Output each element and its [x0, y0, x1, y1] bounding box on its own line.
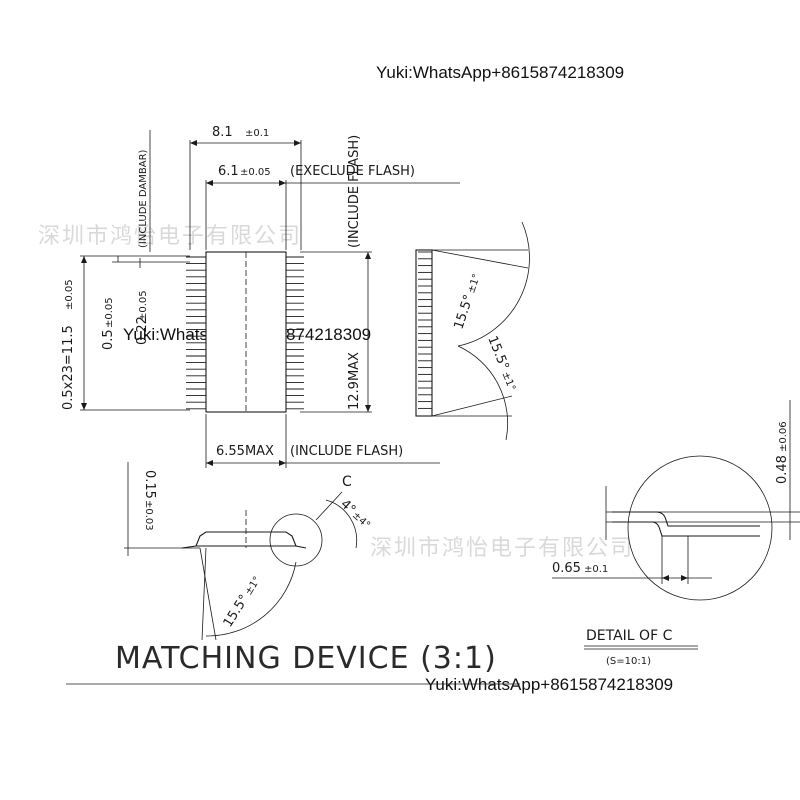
dim-pitch-total-tol: ±0.05: [64, 279, 75, 310]
dim-lead-width: 0.22: [135, 316, 150, 345]
dim-width-body: 6.1: [218, 164, 239, 179]
watermark-right: 深圳市鸿怡电子有限公司: [370, 536, 634, 561]
mold-angle-tol: ±1°: [243, 575, 263, 598]
mold-angle: 15.5°: [221, 592, 253, 630]
dim-width-total: 8.1: [212, 125, 233, 140]
detail-c-circle: [627, 455, 773, 601]
front-view: 0.15 ±0.03 C 4° ±4° 15.5° ±1°: [124, 462, 372, 641]
detail-scale: (S=10:1): [606, 656, 651, 667]
package-body: [205, 251, 287, 413]
dim-width-body-tol: ±0.05: [240, 167, 271, 178]
dim-pitch-total: 0.5x23=11.5: [61, 325, 76, 410]
detail-foot-length: 0.65: [552, 561, 581, 576]
detail-c-label: C: [342, 474, 352, 490]
contact-bottom: Yuki:WhatsApp+8615874218309: [425, 675, 673, 694]
top-view: 8.1 ±0.1 6.1 ±0.05 (EXECLUDE FLASH) 0.5x…: [61, 125, 460, 468]
detail-title: DETAIL OF C: [586, 628, 673, 644]
detail-c-marker: [269, 513, 323, 567]
standoff-tol: ±0.03: [143, 500, 154, 531]
dim-pitch-tol: ±0.05: [104, 297, 115, 328]
dim-lead-width-tol: ±0.05: [138, 290, 149, 321]
side-angle-top-tol: ±1°: [466, 273, 483, 295]
side-angle-top: 15.5°: [452, 293, 477, 331]
side-angle-bottom: 15.5°: [484, 334, 511, 372]
side-body: [415, 249, 433, 417]
side-leads: [418, 251, 432, 409]
dambar-note: (INCLUDE DAMBAR): [138, 149, 149, 248]
dim-pitch: 0.5: [101, 329, 116, 350]
side-view: 15.5° ±1° 15.5° ±1°: [415, 221, 530, 441]
dim-length-note: (INCLUDE FLASH): [347, 135, 362, 248]
dim-length-max: 12.9MAX: [347, 352, 362, 410]
detail-thickness: 0.48: [775, 455, 790, 484]
watermark-left: 深圳市鸿怡电子有限公司: [38, 224, 302, 249]
detail-foot-length-tol: ±0.1: [584, 564, 608, 575]
leads-left: [186, 256, 206, 410]
dim-width-body-note: (EXECLUDE FLASH): [290, 164, 415, 179]
detail-thickness-tol: ±0.06: [778, 421, 789, 452]
dim-width-total-tol: ±0.1: [245, 128, 269, 139]
caption: MATCHING DEVICE (3:1): [115, 641, 497, 676]
dim-bottom-width: 6.55MAX: [216, 444, 274, 459]
leads-right: [286, 256, 304, 410]
contact-top: Yuki:WhatsApp+8615874218309: [376, 63, 624, 82]
foot-angle-tol: ±4°: [350, 510, 372, 531]
standoff: 0.15: [142, 470, 157, 499]
dim-bottom-note: (INCLUDE FLASH): [290, 444, 403, 459]
side-angle-bottom-tol: ±1°: [499, 370, 517, 392]
detail-c: 0.48 ±0.06 0.65 ±0.1 DETAIL OF C (S=10:1…: [552, 400, 800, 667]
